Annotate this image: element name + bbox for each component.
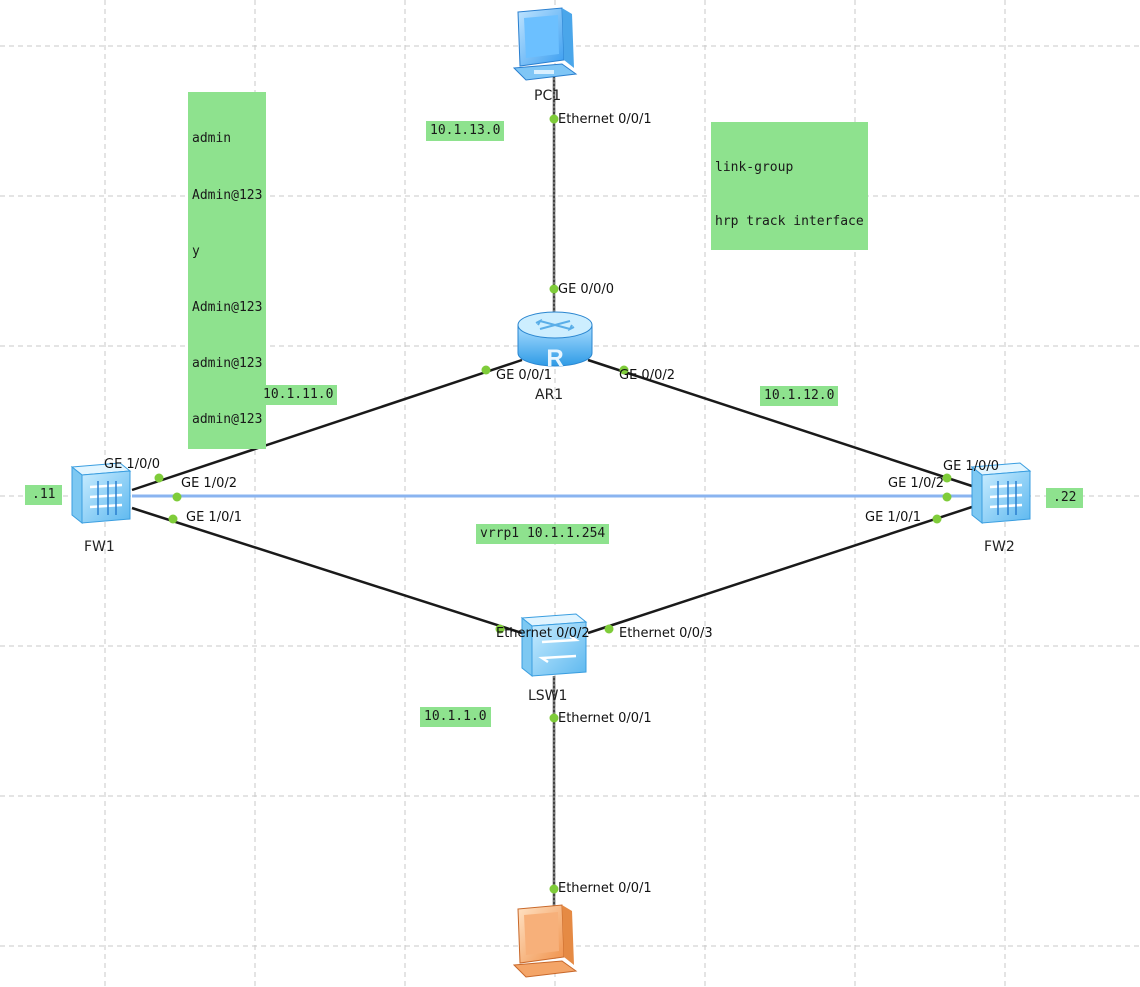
vrrp-label: vrrp1 10.1.1.254	[476, 524, 610, 544]
port-label: GE 1/0/1	[865, 510, 921, 525]
port-label: GE 0/0/2	[619, 368, 675, 383]
firewall-icon[interactable]	[970, 462, 1032, 525]
ip-label: .22	[1046, 488, 1084, 508]
note-line: Admin@123	[192, 299, 263, 315]
note-line: admin	[192, 131, 232, 147]
credentials-note: admin Admin@123 y Admin@123 admin@123 ad…	[188, 92, 267, 450]
pc-icon[interactable]	[512, 7, 578, 81]
note-line: hrp track interface	[715, 214, 864, 229]
link-group-note: link-group hrp track interface	[711, 122, 868, 250]
port-label: GE 1/0/0	[943, 459, 999, 474]
device-name-fw1: FW1	[84, 539, 115, 555]
port-label: GE 1/0/2	[181, 476, 237, 491]
port-label: Ethernet 0/0/1	[558, 881, 652, 896]
port-label: Ethernet 0/0/1	[558, 112, 652, 127]
firewall-icon[interactable]	[70, 462, 132, 525]
network-label: 10.1.12.0	[760, 386, 839, 406]
device-name-pc1: PC1	[534, 88, 562, 104]
link-fw1-ar1	[131, 358, 523, 492]
note-line: y	[192, 243, 200, 259]
switch-icon[interactable]	[520, 613, 588, 678]
port-label: GE 0/0/1	[496, 368, 552, 383]
ip-label: .11	[25, 485, 63, 505]
network-label: 10.1.1.0	[420, 707, 491, 727]
port-label: GE 1/0/0	[104, 457, 160, 472]
note-line: admin@123	[192, 411, 263, 427]
link-lsw1-fw2	[587, 504, 976, 635]
pc-icon[interactable]	[512, 904, 578, 978]
router-icon[interactable]: R	[517, 311, 593, 372]
note-line: link-group	[715, 160, 794, 175]
device-name-fw2: FW2	[984, 539, 1015, 555]
device-name-lsw1: LSW1	[528, 688, 568, 704]
note-line: Admin@123	[192, 187, 263, 203]
link-ar1-fw2	[587, 358, 976, 489]
port-label: GE 1/0/1	[186, 510, 242, 525]
device-name-ar1: AR1	[535, 387, 564, 403]
port-label: GE 0/0/0	[558, 282, 614, 297]
port-dots	[154, 114, 952, 894]
port-label: Ethernet 0/0/3	[619, 626, 713, 641]
network-label: 10.1.11.0	[259, 385, 338, 405]
link-fw1-lsw1	[131, 506, 523, 635]
svg-text:R: R	[546, 345, 563, 372]
port-label: GE 1/0/2	[888, 476, 944, 491]
port-label: Ethernet 0/0/1	[558, 711, 652, 726]
note-line: admin@123	[192, 355, 263, 371]
network-label: 10.1.13.0	[426, 121, 505, 141]
port-label: Ethernet 0/0/2	[496, 626, 590, 641]
